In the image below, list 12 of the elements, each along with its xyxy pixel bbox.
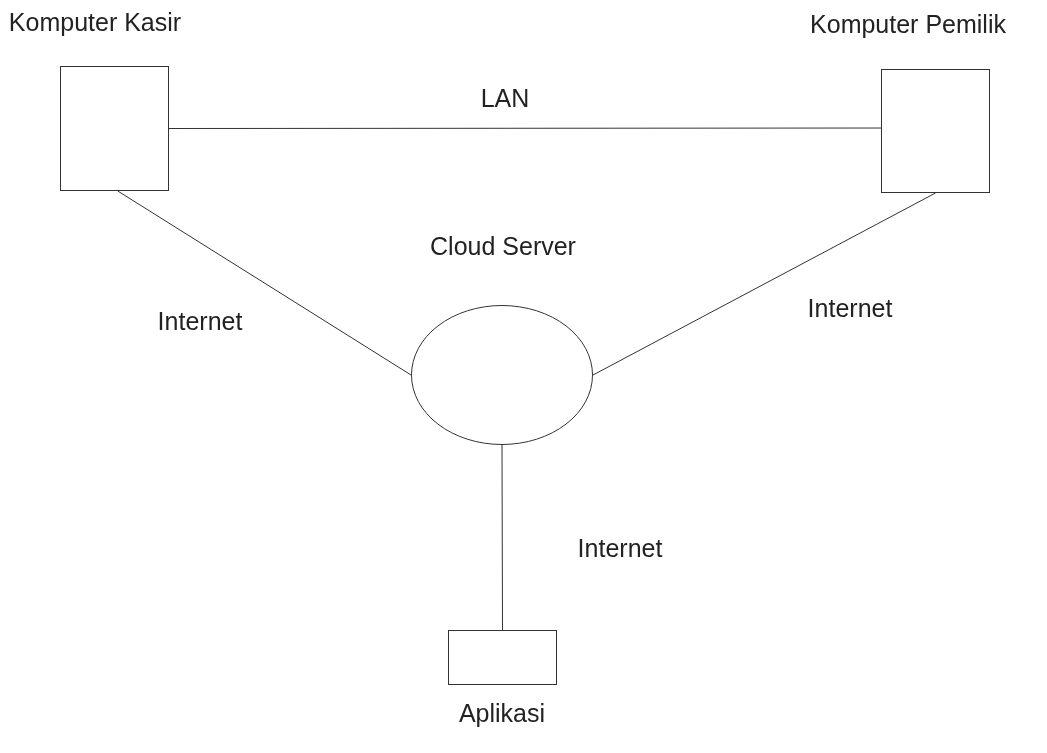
node-label: Aplikasi [458, 700, 546, 726]
node-label: Cloud Server [430, 233, 576, 259]
edge-label: Internet [157, 308, 243, 334]
connector-line [501, 444, 503, 631]
connector-line [592, 192, 936, 376]
connector-line [168, 127, 882, 129]
edge-label: LAN [480, 85, 530, 111]
node-label: Komputer Pemilik [810, 11, 1006, 37]
edge-label: Internet [577, 535, 663, 561]
node-label: Komputer Kasir [8, 9, 182, 35]
connector-line [117, 190, 412, 376]
edge-label: Internet [807, 295, 893, 321]
